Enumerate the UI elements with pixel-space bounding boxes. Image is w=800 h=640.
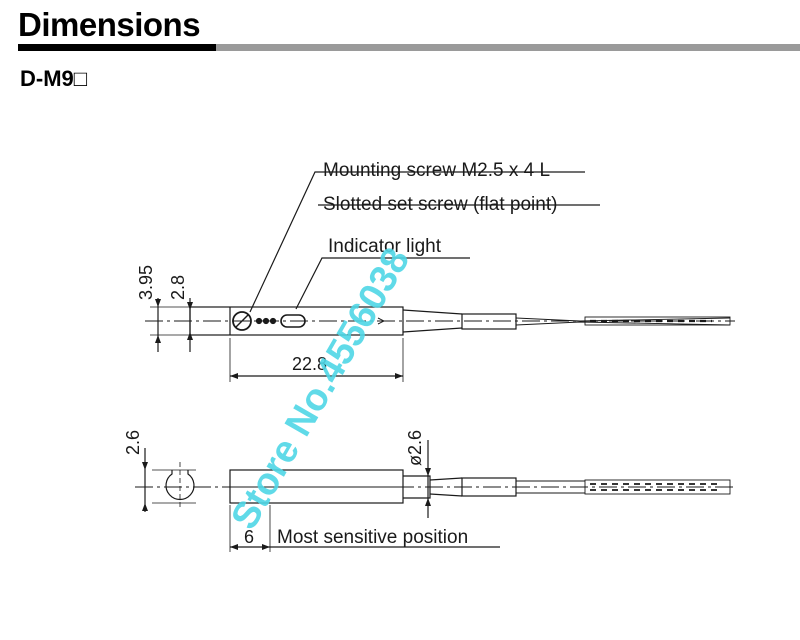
top-cable-sleeve bbox=[461, 313, 517, 330]
dot-3 bbox=[269, 317, 277, 325]
title-rule bbox=[18, 44, 800, 54]
dim-height-total: 3.95 bbox=[136, 265, 156, 300]
side-sensor-body bbox=[229, 469, 404, 504]
dot-1 bbox=[255, 317, 263, 325]
top-cable-jacket bbox=[584, 316, 731, 326]
dim-length: 22.8 bbox=[292, 354, 327, 374]
side-transition bbox=[403, 475, 431, 499]
dim-side-height: 2.6 bbox=[123, 430, 143, 455]
page-title: Dimensions bbox=[18, 6, 201, 43]
top-taper bbox=[402, 309, 463, 333]
top-view bbox=[145, 171, 735, 382]
sensitive-position-label: Most sensitive position bbox=[277, 527, 468, 548]
model-label: D-M9□ bbox=[20, 66, 88, 91]
store-watermark: Store No.4556038 bbox=[223, 241, 418, 536]
mounting-screw-label: Mounting screw M2.5 x 4 L bbox=[323, 160, 550, 181]
screw-slot bbox=[235, 314, 249, 328]
leader-mounting-screw bbox=[249, 171, 585, 313]
mounting-screw-icon bbox=[232, 311, 252, 331]
top-notch bbox=[377, 317, 386, 325]
side-view bbox=[135, 440, 735, 552]
side-end-profile bbox=[165, 470, 195, 501]
leader-indicator bbox=[295, 257, 470, 310]
side-cable-sleeve bbox=[461, 477, 517, 497]
side-cable-jacket bbox=[584, 479, 731, 495]
dot-2 bbox=[262, 317, 270, 325]
title-rule-black bbox=[18, 44, 216, 51]
top-cable bbox=[515, 317, 731, 326]
dim-cable-dia: ø2.6 bbox=[405, 430, 425, 466]
indicator-light-icon bbox=[280, 314, 306, 328]
title-rule-grey bbox=[216, 44, 800, 51]
dim-sensitive-offset: 6 bbox=[244, 527, 254, 547]
set-screw-label: Slotted set screw (flat point) bbox=[323, 194, 557, 215]
dim-height-inner: 2.8 bbox=[168, 275, 188, 300]
indicator-light-label: Indicator light bbox=[328, 236, 442, 257]
